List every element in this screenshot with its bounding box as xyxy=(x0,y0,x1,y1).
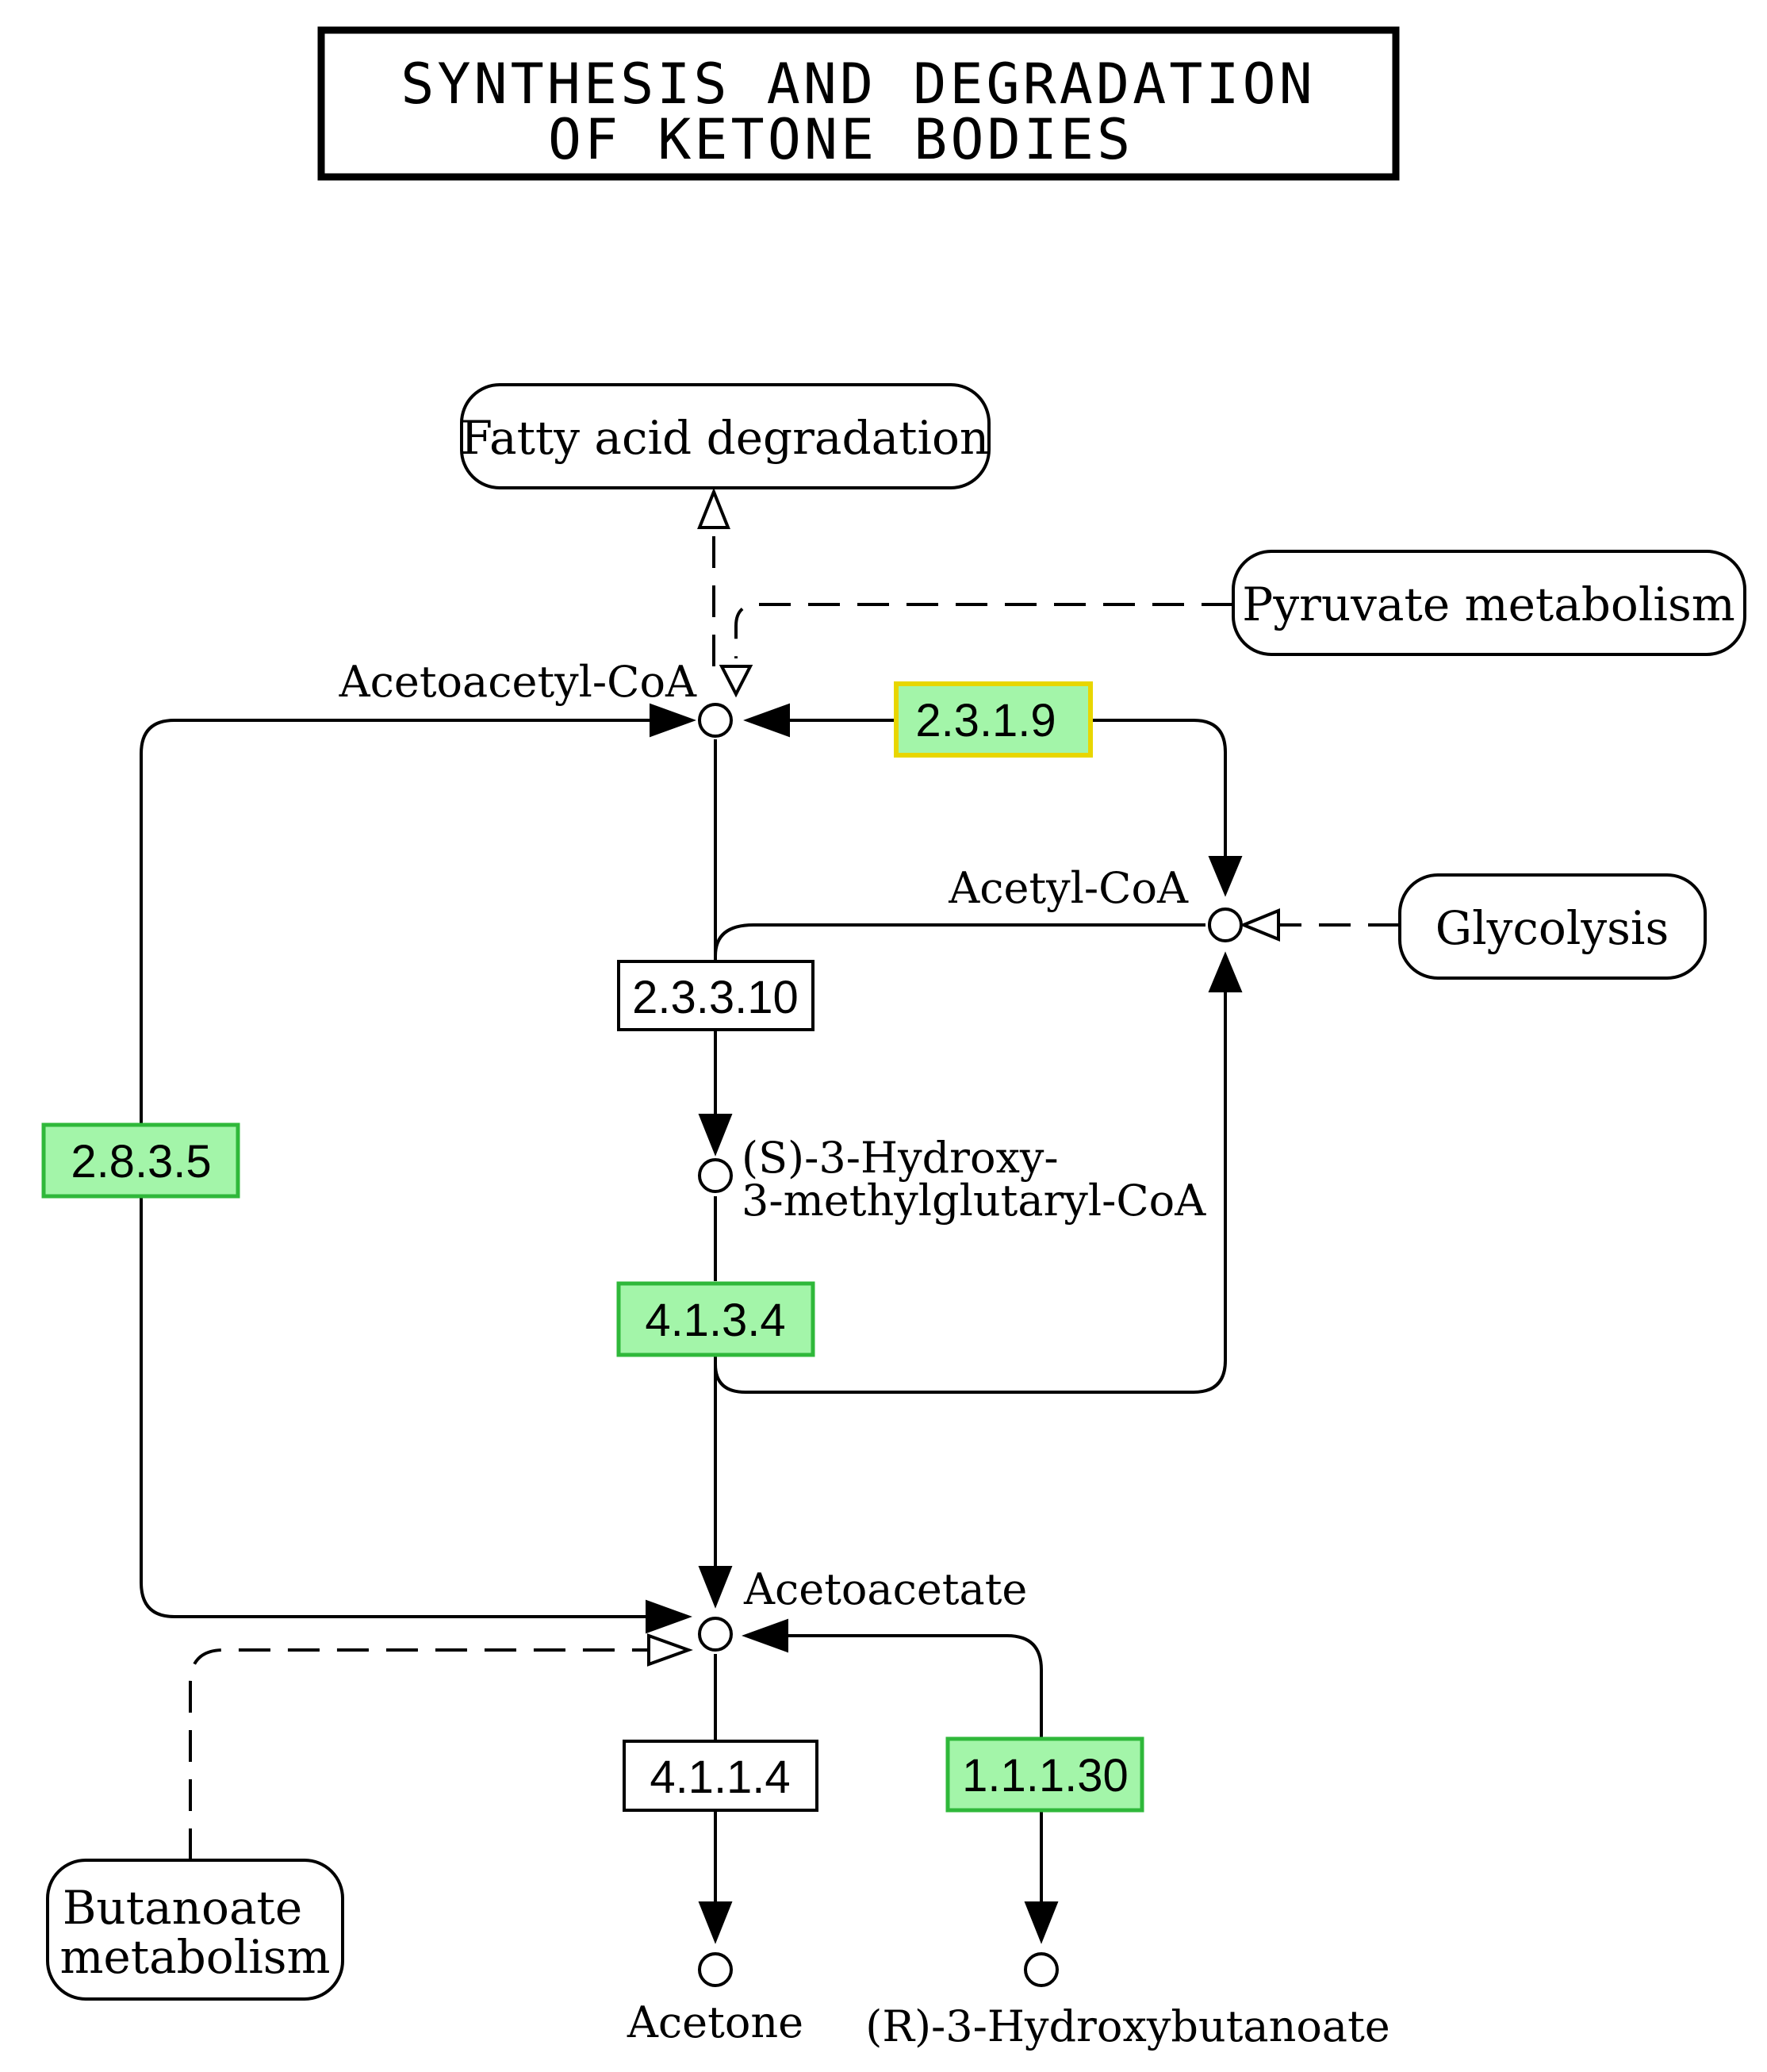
compound-acetoacetate[interactable]: Acetoacetate xyxy=(698,1564,1027,1652)
arrowhead-pyruvate-in xyxy=(719,665,753,698)
enzyme-4-1-1-4-label: 4.1.1.4 xyxy=(650,1752,790,1803)
pathway-edges xyxy=(140,528,1400,1912)
enzyme-2-8-3-5[interactable]: 2.8.3.5 xyxy=(41,1122,240,1199)
arrowhead-acetone xyxy=(698,1901,733,1944)
map-fatty-acid-degradation[interactable]: Fatty acid degradation xyxy=(460,383,991,489)
edge-11130-to-acetoacetate xyxy=(785,1634,1043,1741)
enzyme-1-1-1-30[interactable]: 1.1.1.30 xyxy=(945,1736,1144,1813)
compound-acetyl-coa-label: Acetyl-CoA xyxy=(948,863,1189,913)
title-line-2: OF KETONE BODIES xyxy=(548,107,1133,172)
arrowhead-fatty-acid xyxy=(697,487,730,529)
arrowhead-butanoate-in xyxy=(647,1633,693,1667)
map-pyruvate-metabolism[interactable]: Pyruvate metabolism xyxy=(1232,550,1746,656)
map-butanoate-label-2: metabolism xyxy=(59,1930,330,1984)
enzyme-4-1-3-4-label: 4.1.3.4 xyxy=(645,1295,785,1346)
edge-butanoate-to-acetoacetate xyxy=(189,1648,650,1860)
compound-acetyl-coa[interactable]: Acetyl-CoA xyxy=(948,863,1243,942)
map-pyruvate-label: Pyruvate metabolism xyxy=(1242,577,1734,631)
compound-acetoacetyl-coa[interactable]: Acetoacetyl-CoA xyxy=(339,657,733,738)
compound-acetoacetyl-coa-label: Acetoacetyl-CoA xyxy=(339,657,697,707)
enzyme-2-8-3-5-label: 2.8.3.5 xyxy=(71,1136,211,1188)
edge-2319-to-acetyl xyxy=(1090,719,1227,865)
arrowheads xyxy=(646,487,1280,1944)
title-line-1: SYNTHESIS AND DEGRADATION xyxy=(401,52,1316,117)
enzyme-2-3-3-10[interactable]: 2.3.3.10 xyxy=(617,960,815,1031)
compound-hydroxybutanoate[interactable]: (R)-3-Hydroxybutanoate xyxy=(865,1952,1390,2051)
arrowhead-right-into-acetoacetyl xyxy=(743,703,790,738)
map-glycolysis-label: Glycolysis xyxy=(1435,901,1669,955)
arrowhead-acetyl-bottom xyxy=(1208,951,1243,992)
compound-hydroxybutanoate-label: (R)-3-Hydroxybutanoate xyxy=(865,2001,1389,2051)
arrowhead-hydroxybutanoate xyxy=(1024,1901,1059,1944)
compound-hmg-coa-label-2: 3-methylglutaryl-CoA xyxy=(742,1176,1206,1226)
compound-hmg-coa-label-1: (S)-3-Hydroxy- xyxy=(742,1133,1059,1183)
arrowhead-acetyl-top xyxy=(1208,856,1243,897)
edge-acetyl-to-23310 xyxy=(714,923,1205,957)
enzyme-1-1-1-30-label: 1.1.1.30 xyxy=(962,1750,1129,1801)
enzyme-4-1-3-4[interactable]: 4.1.3.4 xyxy=(616,1281,815,1357)
arrowhead-glycolysis-in xyxy=(1239,908,1280,942)
compound-acetone-label: Acetone xyxy=(627,1997,803,2047)
title-box: SYNTHESIS AND DEGRADATION OF KETONE BODI… xyxy=(317,26,1400,181)
arrowhead-hmg xyxy=(698,1114,733,1157)
arrowhead-acetoacetate-right xyxy=(742,1618,788,1653)
arrowhead-acetoacetate-left xyxy=(646,1599,692,1634)
compound-hmg-coa[interactable]: (S)-3-Hydroxy- 3-methylglutaryl-CoA xyxy=(698,1133,1206,1226)
enzyme-2-3-3-10-label: 2.3.3.10 xyxy=(632,972,799,1023)
map-butanoate-label-1: Butanoate xyxy=(63,1881,302,1935)
edge-4134-to-acetyl xyxy=(714,976,1227,1394)
arrowhead-left-into-acetoacetyl xyxy=(650,703,696,738)
enzyme-2-3-1-9[interactable]: 2.3.1.9 xyxy=(894,681,1093,758)
map-glycolysis[interactable]: Glycolysis xyxy=(1398,873,1707,980)
enzyme-4-1-1-4[interactable]: 4.1.1.4 xyxy=(623,1740,818,1812)
edge-pyruvate-to-acetoacetyl xyxy=(734,603,1233,658)
map-fatty-acid-label: Fatty acid degradation xyxy=(461,411,990,465)
compound-acetoacetate-label: Acetoacetate xyxy=(743,1564,1027,1614)
arrowhead-acetoacetate-top xyxy=(698,1566,733,1609)
compound-acetone[interactable]: Acetone xyxy=(627,1952,803,2047)
map-butanoate-metabolism[interactable]: Butanoate metabolism xyxy=(46,1859,344,2001)
enzyme-2-3-1-9-label: 2.3.1.9 xyxy=(915,695,1056,746)
